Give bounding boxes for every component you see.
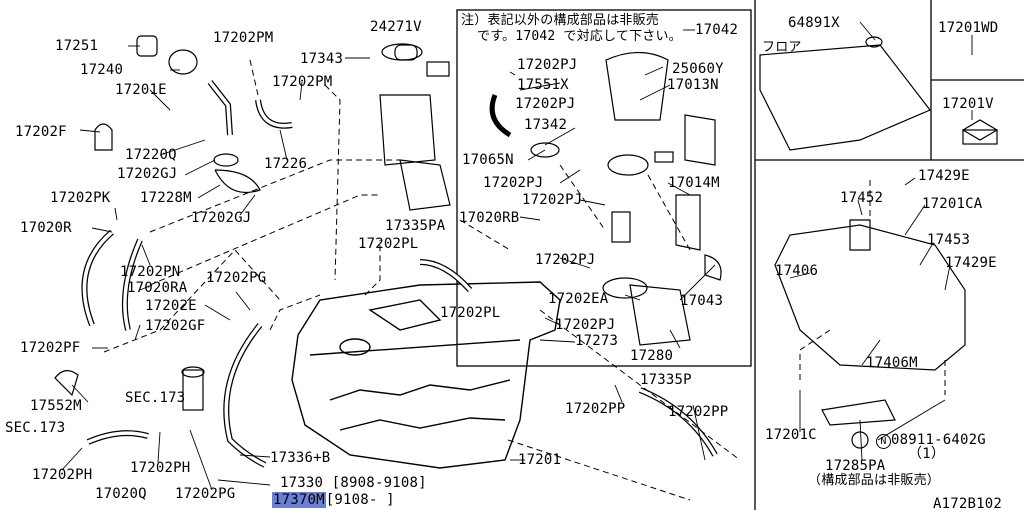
part-17251[interactable]: 17251	[55, 38, 99, 54]
note-line-2: です。17042 で対応して下さい。	[477, 29, 682, 44]
part-17202PL-b[interactable]: 17202PL	[440, 305, 501, 321]
sec-173-ref-a[interactable]: SEC.173	[125, 390, 186, 406]
inset-panel-frame	[456, 9, 752, 367]
part-shapes	[54, 35, 999, 449]
part-17201CA[interactable]: 17201CA	[922, 196, 983, 212]
part-17020RB[interactable]: 17020RB	[459, 210, 520, 226]
part-17202PM-a[interactable]: 17202PM	[213, 30, 274, 46]
part-17065N[interactable]: 17065N	[462, 152, 514, 168]
part-17202PL-a[interactable]: 17202PL	[358, 236, 419, 252]
part-64891X[interactable]: 64891X	[788, 15, 840, 31]
fuel-tank-shape	[291, 281, 561, 469]
part-17370M-highlighted[interactable]: 17370M[9108- ]	[272, 492, 395, 508]
range-17330: [8908-9108]	[331, 475, 427, 491]
highlight-17370M: 17370M	[272, 492, 326, 508]
part-17220Q[interactable]: 17220Q	[125, 147, 177, 163]
part-17201WD[interactable]: 17201WD	[938, 20, 999, 36]
part-25060Y[interactable]: 25060Y	[672, 61, 724, 77]
part-17202PM-b[interactable]: 17202PM	[272, 74, 333, 90]
part-17342[interactable]: 17342	[524, 117, 568, 133]
part-17452[interactable]: 17452	[840, 190, 884, 206]
part-17202PH-b[interactable]: 17202PH	[130, 460, 191, 476]
nut-quantity: （1）	[908, 446, 946, 462]
part-17202PJ-c[interactable]: 17202PJ	[483, 175, 544, 191]
part-17551X[interactable]: 17551X	[517, 77, 569, 93]
part-17202PP-a[interactable]: 17202PP	[565, 401, 626, 417]
part-17042[interactable]: 17042	[695, 22, 739, 38]
part-17552M[interactable]: 17552M	[30, 398, 82, 414]
part-17285PA[interactable]: 17285PA	[825, 458, 886, 474]
hoses-left	[81, 80, 718, 468]
part-17202PH-a[interactable]: 17202PH	[32, 467, 93, 483]
part-17201E[interactable]: 17201E	[115, 82, 167, 98]
not-sold-note: （構成部品は非販売）	[808, 473, 941, 488]
part-24271V[interactable]: 24271V	[370, 19, 422, 35]
part-17429E-b[interactable]: 17429E	[945, 255, 997, 271]
part-17202PG-b[interactable]: 17202PG	[175, 486, 236, 502]
part-17043[interactable]: 17043	[680, 293, 724, 309]
part-17202F[interactable]: 17202F	[15, 124, 67, 140]
part-17406M[interactable]: 17406M	[866, 355, 918, 371]
part-17406[interactable]: 17406	[775, 263, 819, 279]
part-17429E-a[interactable]: 17429E	[918, 168, 970, 184]
part-17020R[interactable]: 17020R	[20, 220, 72, 236]
part-17202PF[interactable]: 17202PF	[20, 340, 81, 356]
part-17336-plus-b[interactable]: 17336+B	[270, 450, 331, 466]
part-17202EA[interactable]: 17202EA	[548, 291, 609, 307]
part-17273[interactable]: 17273	[575, 333, 619, 349]
part-17453[interactable]: 17453	[927, 232, 971, 248]
part-17240[interactable]: 17240	[80, 62, 124, 78]
part-17020RA[interactable]: 17020RA	[127, 280, 188, 296]
part-17202PG-a[interactable]: 17202PG	[206, 270, 267, 286]
part-17202GF[interactable]: 17202GF	[145, 318, 206, 334]
leader-lines	[61, 21, 973, 491]
diagram-code: A172B102	[933, 496, 1003, 510]
nut-n-icon: N	[876, 434, 891, 449]
part-17280[interactable]: 17280	[630, 348, 674, 364]
part-17014M[interactable]: 17014M	[668, 175, 720, 191]
range-17370M: [9108- ]	[325, 492, 395, 508]
part-17330[interactable]: 17330 [8908-9108]	[280, 475, 427, 491]
floor-label: フロア	[762, 40, 802, 55]
part-17202PK[interactable]: 17202PK	[50, 190, 111, 206]
part-17202PJ-e[interactable]: 17202PJ	[535, 252, 596, 268]
part-17202GJ-a[interactable]: 17202GJ	[117, 166, 178, 182]
note-line-1: 注）表記以外の構成部品は非販売	[461, 13, 660, 28]
part-17335PA[interactable]: 17335PA	[385, 218, 446, 234]
part-17226[interactable]: 17226	[264, 156, 308, 172]
part-17202PN[interactable]: 17202PN	[120, 264, 181, 280]
part-17202PJ-b[interactable]: 17202PJ	[515, 96, 576, 112]
part-17202PJ-a[interactable]: 17202PJ	[517, 57, 578, 73]
sec-173-ref-b[interactable]: SEC.173	[5, 420, 66, 436]
part-17201V[interactable]: 17201V	[942, 96, 994, 112]
dashed-leaders	[103, 59, 946, 501]
part-17335P[interactable]: 17335P	[640, 372, 692, 388]
part-17202GJ-b[interactable]: 17202GJ	[191, 210, 252, 226]
part-17202E[interactable]: 17202E	[145, 298, 197, 314]
part-17202PP-b[interactable]: 17202PP	[668, 404, 729, 420]
part-17020Q[interactable]: 17020Q	[95, 486, 147, 502]
part-17202PJ-d[interactable]: 17202PJ	[522, 192, 583, 208]
part-17228M[interactable]: 17228M	[140, 190, 192, 206]
part-17201[interactable]: 17201	[518, 452, 562, 468]
part-17343[interactable]: 17343	[300, 51, 344, 67]
part-17013N[interactable]: 17013N	[667, 77, 719, 93]
part-17201C[interactable]: 17201C	[765, 427, 817, 443]
part-17202PJ-f[interactable]: 17202PJ	[555, 317, 616, 333]
